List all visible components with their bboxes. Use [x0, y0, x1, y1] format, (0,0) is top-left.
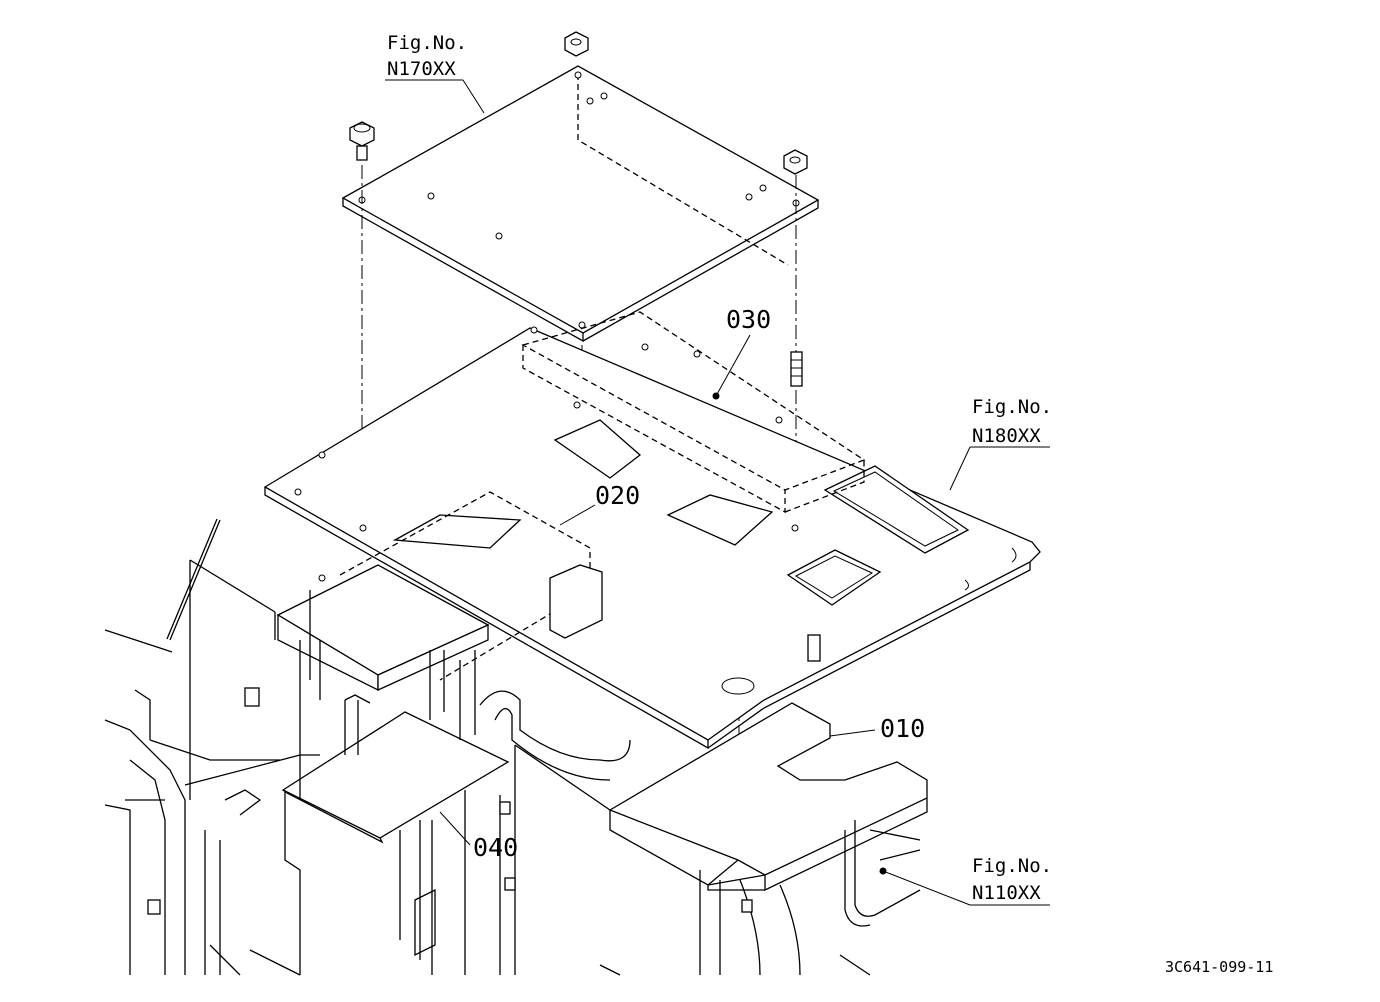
nut-top — [564, 31, 589, 57]
ref-110-line2: N110XX — [972, 882, 1041, 904]
leader-040 — [439, 811, 471, 846]
top-cover-plate — [341, 65, 820, 343]
floor-plate — [263, 326, 1041, 750]
ref-110-line1: Fig.No. — [972, 855, 1052, 877]
leader-110 — [882, 870, 971, 906]
leader-010 — [829, 729, 876, 737]
part-label-040: 040 — [473, 833, 518, 862]
part-label-020: 020 — [595, 481, 640, 510]
frame-structure — [104, 518, 921, 976]
leader-180 — [949, 446, 971, 491]
part-040-sheet — [281, 711, 510, 844]
drawing-code: 3C641-099-11 — [1165, 958, 1273, 976]
nut-right — [783, 149, 808, 175]
part-020-pad — [276, 491, 603, 692]
bolt-left — [349, 121, 375, 161]
ref-170-line2: N170XX — [387, 58, 456, 80]
leader-030 — [715, 334, 751, 397]
stud-bolt — [790, 351, 803, 387]
leader-020 — [559, 504, 596, 526]
part-010-mat — [608, 702, 928, 892]
ref-180-line1: Fig.No. — [972, 396, 1052, 418]
leader-170 — [462, 79, 485, 114]
ref-180-line2: N180XX — [972, 425, 1041, 447]
part-label-030: 030 — [726, 305, 771, 334]
part-label-010: 010 — [880, 714, 925, 743]
ref-170-line1: Fig.No. — [387, 32, 467, 54]
